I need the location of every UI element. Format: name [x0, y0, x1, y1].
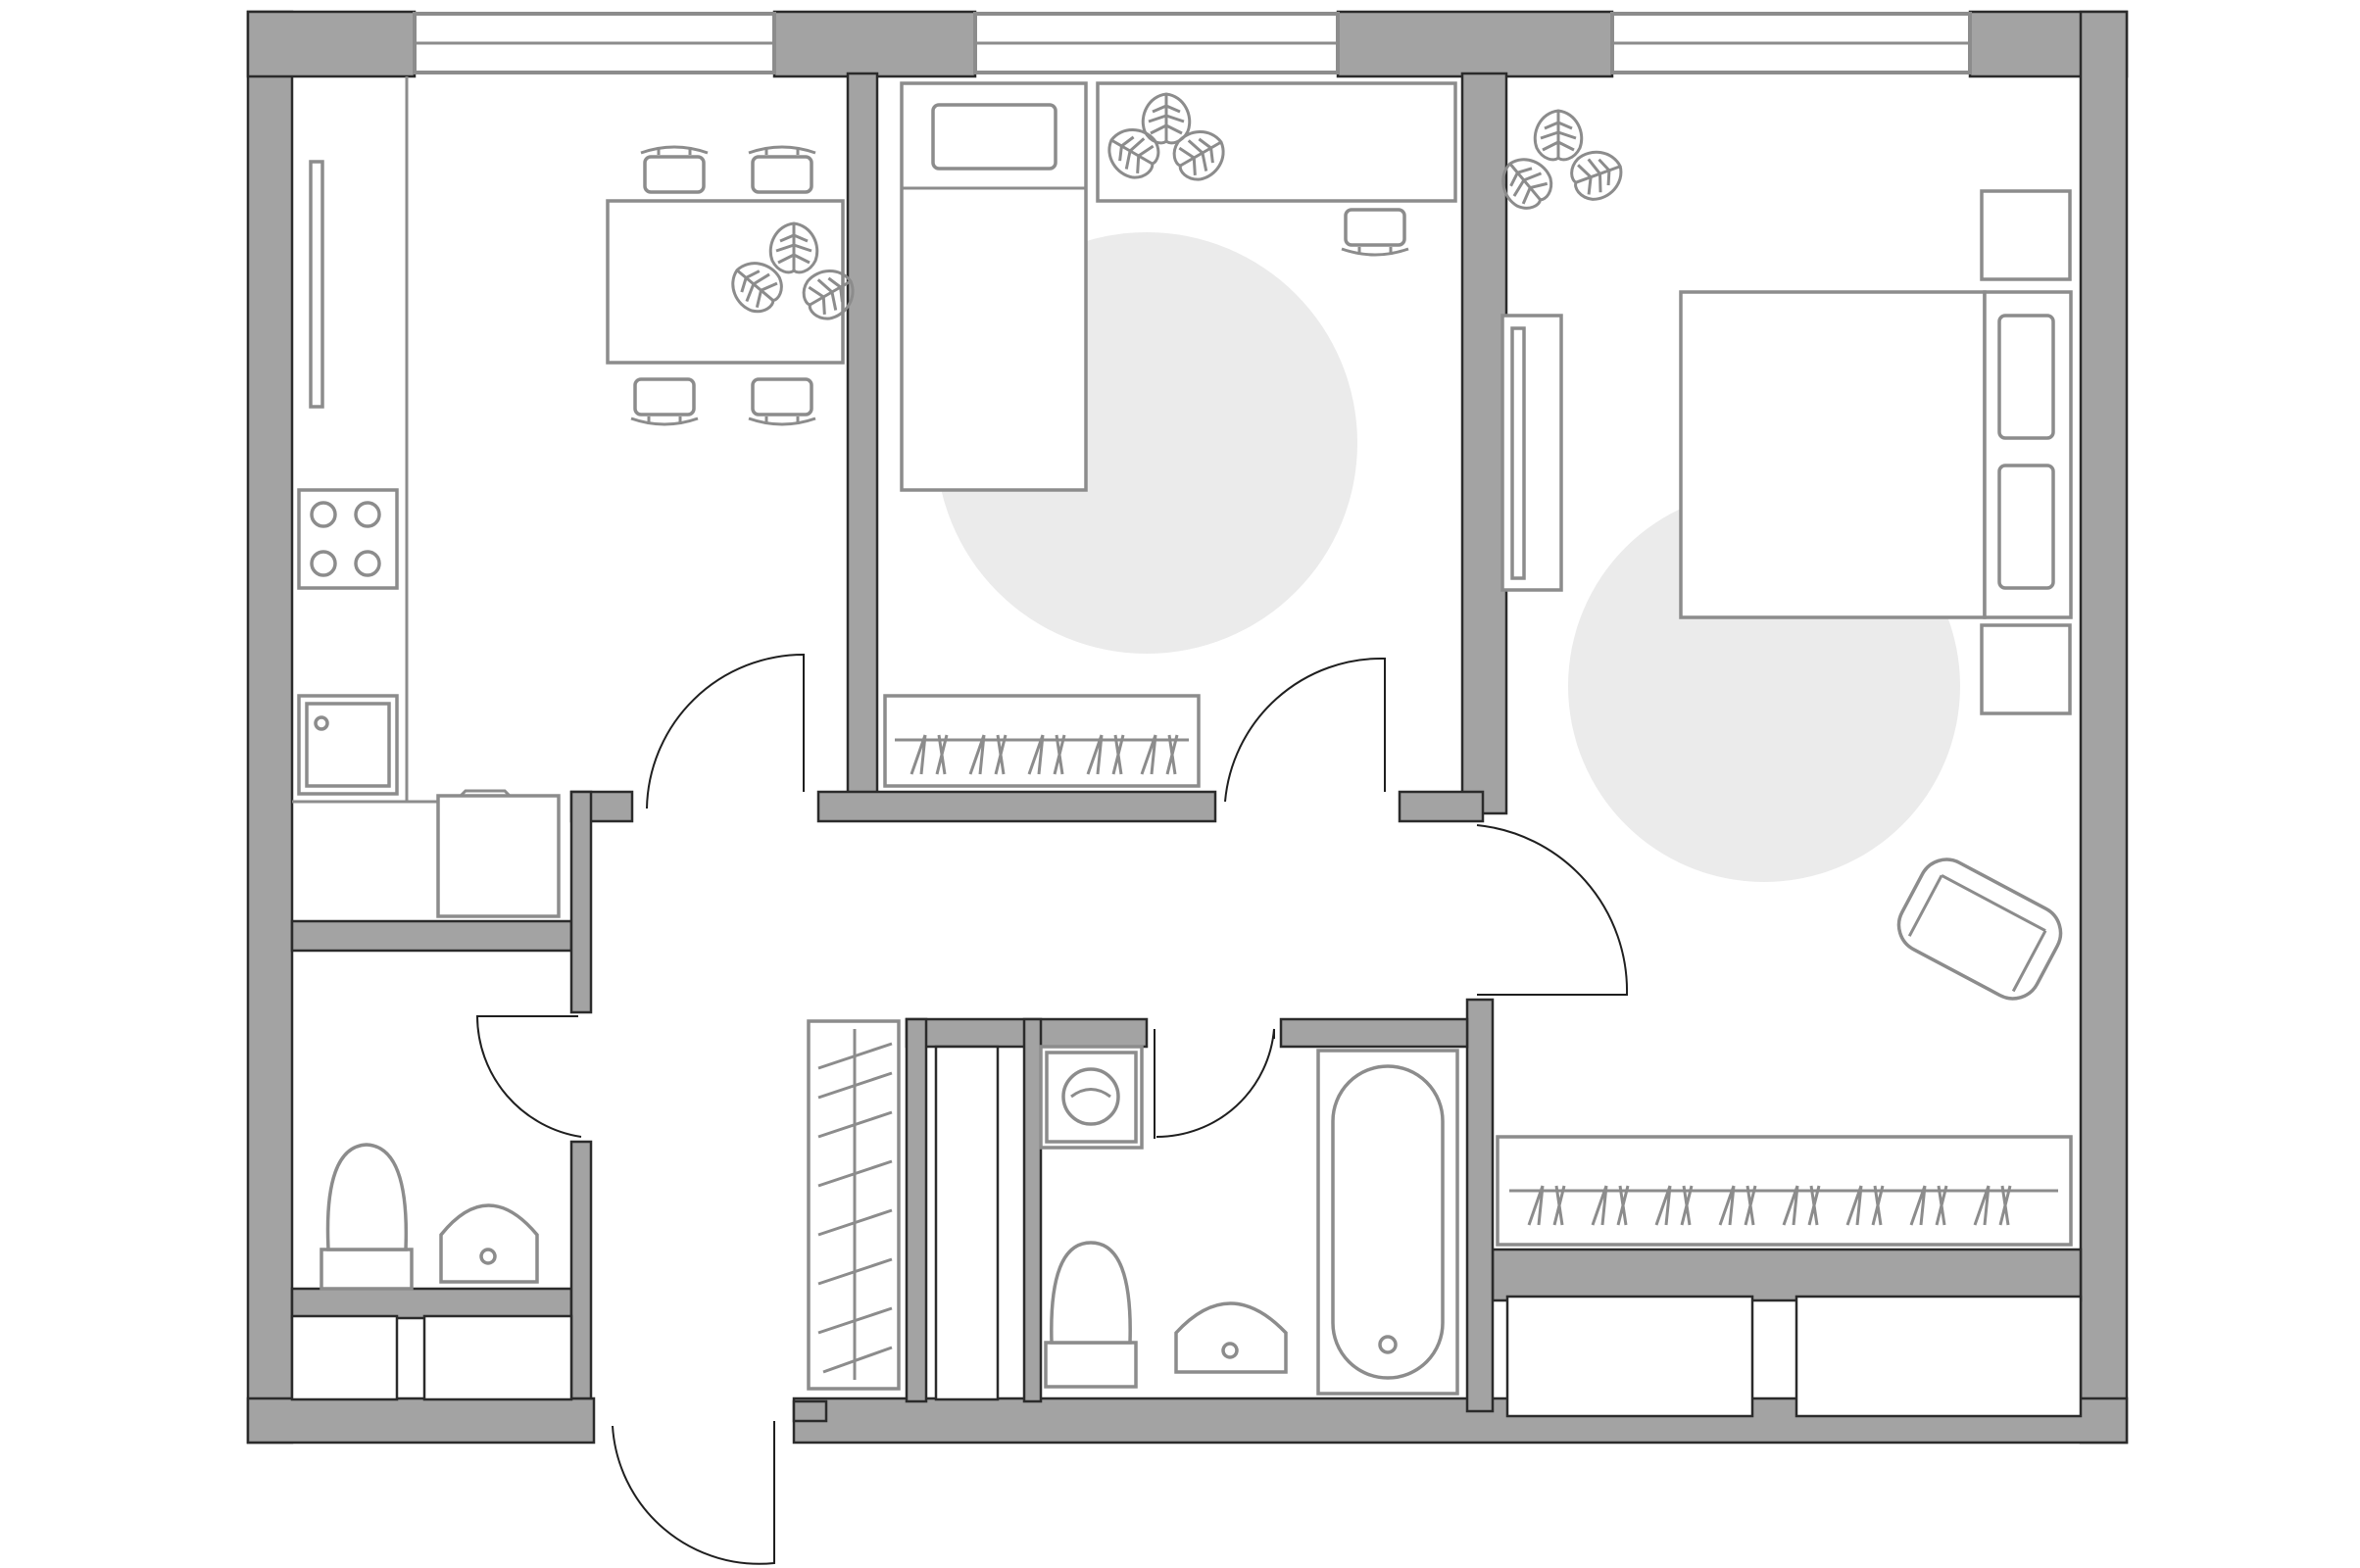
door-bathroom: [1155, 1028, 1275, 1139]
washbasin-icon: [439, 1203, 539, 1284]
bedroom-large: [1491, 109, 2073, 1247]
door-large-bedroom: [1476, 824, 1629, 996]
desk: [1096, 81, 1457, 203]
toilet-icon: [1044, 1241, 1138, 1389]
washbasin-icon: [1174, 1301, 1288, 1374]
chair-icon: [747, 377, 817, 426]
bedroom-small: [883, 81, 1457, 788]
kitchen-cabinet: [436, 794, 561, 918]
wall-cabinet: [309, 160, 324, 409]
nightstand: [1980, 623, 2072, 715]
doors: [475, 653, 1629, 1565]
armchair-icon: [1896, 858, 2063, 1001]
stove-icon: [297, 488, 399, 590]
bookshelf-large-bedroom: [1496, 1135, 2073, 1247]
kitchen: [292, 76, 864, 918]
door-small-bedroom: [1224, 657, 1386, 803]
bed-icon: [1679, 290, 2073, 619]
bathtub-icon: [1316, 1049, 1459, 1396]
chair-icon: [629, 377, 700, 426]
bathroom: [1039, 1045, 1459, 1396]
walls: [246, 10, 2129, 1445]
door-kitchen: [646, 653, 805, 809]
sink-icon: [297, 694, 399, 796]
door-entrance: [612, 1421, 775, 1565]
chair-icon: [639, 145, 710, 194]
nightstand: [1980, 189, 2072, 281]
windows: [413, 12, 1972, 74]
closet-hallway: [807, 1019, 901, 1391]
toilet-room: [320, 1143, 539, 1291]
door-toilet: [475, 1015, 582, 1138]
washing-machine-icon: [1039, 1045, 1144, 1150]
toilet-icon: [320, 1143, 414, 1291]
bookshelf-small-bedroom: [883, 694, 1201, 788]
bed-icon: [900, 81, 1088, 492]
plant-icon: [1491, 109, 1630, 218]
chair-icon: [747, 145, 817, 194]
chair-icon: [1340, 208, 1410, 257]
